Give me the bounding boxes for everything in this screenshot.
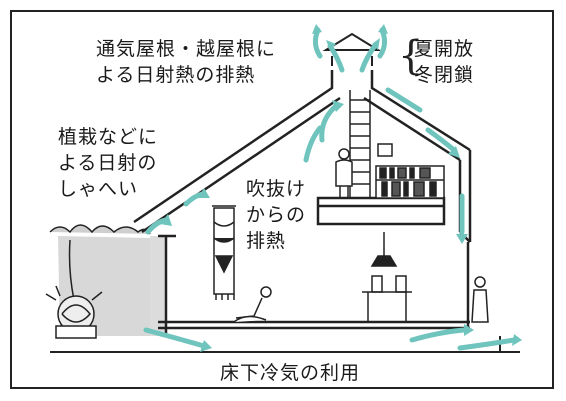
void-line-2: からの (246, 204, 307, 226)
roof-vent-label: 通気屋根・越屋根に よる日射熱の排熱 (96, 36, 276, 88)
ladder-icon (349, 90, 371, 198)
dining-table-icon (362, 275, 412, 322)
roof-vent-line-2: よる日射熱の排熱 (96, 64, 256, 86)
roof-vent-cap (322, 32, 382, 66)
planting-line-2: よる日射の (58, 152, 158, 174)
void-line-1: 吹抜け (246, 178, 307, 200)
left-wall-shade (150, 236, 166, 336)
floor-label: 床下冷気の利用 (220, 362, 361, 384)
person-standing-icon (471, 276, 489, 323)
airflow-arrowheads (160, 24, 522, 352)
bookshelf-icon (375, 143, 445, 199)
season-line-2: 冬閉鎖 (414, 64, 475, 86)
roof-vent-line-1: 通気屋根・越屋根に (96, 38, 277, 60)
person-chair-icon (233, 286, 272, 323)
season-brace: { (398, 33, 424, 79)
pendant-lamp-icon (370, 232, 398, 267)
house-outline (133, 70, 472, 336)
tapestry-icon (212, 205, 236, 300)
person-loft-icon (335, 148, 353, 198)
void-label: 吹抜け からの 排熱 (246, 176, 306, 254)
void-line-3: 排熱 (246, 230, 287, 252)
planting-label: 植栽などに よる日射の しゃへい (58, 124, 158, 202)
season-label: 夏開放 冬閉鎖 (414, 36, 474, 88)
planting-icon (45, 224, 151, 339)
ground-line (50, 336, 520, 353)
planting-line-1: 植栽などに (58, 126, 159, 148)
season-line-1: 夏開放 (414, 38, 475, 60)
planting-line-3: しゃへい (58, 178, 139, 200)
